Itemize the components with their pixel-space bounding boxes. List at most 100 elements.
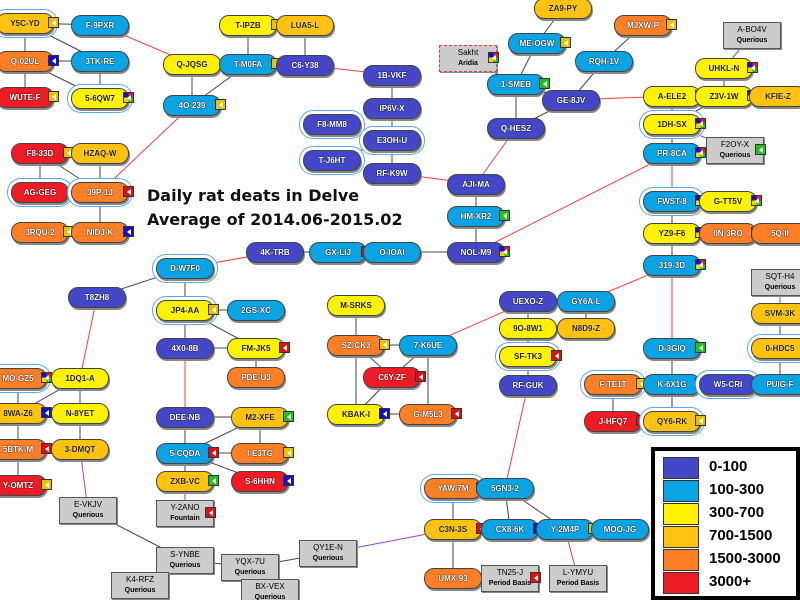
system-5btk-m[interactable]: 5BTK-M (0, 439, 47, 460)
system-dee-nb[interactable]: DEE-NB (156, 407, 214, 428)
system-aji-ma[interactable]: AJI-MA (447, 174, 505, 195)
system-i-e3tg[interactable]: I-E3TG (231, 443, 289, 464)
system-yz9-f6[interactable]: YZ9-F6 (643, 223, 701, 244)
system-hm-xr2[interactable]: HM-XR2 (447, 206, 505, 227)
system-4k-trb[interactable]: 4K-TRB (246, 242, 304, 263)
system-ag-geg[interactable]: AG-GEG (11, 182, 69, 203)
system-y-2m4p[interactable]: Y-2M4P (536, 519, 594, 540)
system-m-srks[interactable]: M-SRKS (327, 295, 385, 316)
system-rqh-1v[interactable]: RQH-1V (575, 51, 633, 72)
system-2gs-xc[interactable]: 2GS-XC (227, 300, 285, 321)
system-4o-239[interactable]: 4O-239 (163, 95, 221, 116)
system-f8-mm8[interactable]: F8-MM8 (303, 114, 361, 135)
system-9o-8w1[interactable]: 9O-8W1 (499, 318, 557, 339)
system-4x0-8b[interactable]: 4X0-8B (156, 338, 214, 359)
system-nol-m9[interactable]: NOL-M9 (447, 242, 505, 263)
system-kbak-i[interactable]: KBAK-I (327, 404, 385, 425)
system-3rqu-2[interactable]: 3RQU-2 (11, 222, 69, 243)
system-fm-jk5[interactable]: FM-JK5 (227, 338, 285, 359)
system-kfie-z[interactable]: KFIE-Z (749, 86, 800, 107)
system-1b-vkf[interactable]: 1B-VKF (363, 65, 421, 86)
system-f-9pxr[interactable]: F-9PXR (71, 15, 129, 36)
system-q-02ul[interactable]: Q-02UL (0, 51, 54, 72)
system-j-hfq7[interactable]: J-HFQ7 (584, 411, 642, 432)
system-lua5-l[interactable]: LUA5-L (276, 15, 334, 36)
system-jp4-aa[interactable]: JP4-AA (156, 300, 214, 321)
system-moo-jg[interactable]: MOO-JG (591, 519, 649, 540)
system-q-jqsg[interactable]: Q-JQSG (163, 54, 221, 75)
system-f8-33d[interactable]: F8-33D (11, 143, 69, 164)
system-sf-tk3[interactable]: SF-TK3 (499, 346, 557, 367)
system-q-hesz[interactable]: Q-HESZ (487, 118, 545, 139)
system-rf-guk[interactable]: RF-GUK (499, 375, 557, 396)
system-3tk-re[interactable]: 3TK-RE (71, 51, 129, 72)
system-g-m5l3[interactable]: G-M5L3 (399, 404, 457, 425)
system-s-6hhn[interactable]: S-6HHN (231, 471, 289, 492)
system-mo-gz5[interactable]: MO-GZ5 (0, 368, 47, 389)
system-k-6x1g[interactable]: K-6X1G (643, 374, 701, 395)
system-5-cqda[interactable]: 5-CQDA (156, 443, 214, 464)
system-t-j6ht[interactable]: T-J6HT (303, 150, 361, 171)
system-uexo-z[interactable]: UEXO-Z (499, 291, 557, 312)
system-mjxw-p[interactable]: MJXW-P (614, 15, 672, 36)
system-wute-f[interactable]: WUTE-F (0, 87, 54, 108)
system-319-3d[interactable]: 319-3D (643, 255, 701, 276)
system-7-k6ue[interactable]: 7-K6UE (399, 335, 457, 356)
system-z3v-1w[interactable]: Z3V-1W (695, 86, 753, 107)
system-hzaq-w[interactable]: HZAQ-W (71, 143, 129, 164)
system-cx8-6k[interactable]: CX8-6K (481, 519, 539, 540)
system-a-ele2[interactable]: A-ELE2 (643, 86, 701, 107)
system-uhkl-n[interactable]: UHKL-N (695, 58, 753, 79)
system-39p-1j[interactable]: 39P-1J (71, 182, 129, 203)
system-gx-lij[interactable]: GX-LIJ (309, 242, 367, 263)
system-1dh-sx[interactable]: 1DH-SX (643, 114, 701, 135)
system-t-m0fa[interactable]: T-M0FA (219, 54, 277, 75)
system-o-ioai[interactable]: O-IOAI (363, 242, 421, 263)
system-g-tt5v[interactable]: G-TT5V (699, 191, 757, 212)
system-5-6qw7[interactable]: 5-6QW7 (71, 88, 129, 109)
system-1dq1-a[interactable]: 1DQ1-A (51, 368, 109, 389)
system-ge-8jv[interactable]: GE-8JV (542, 90, 600, 111)
system-5gn3-2[interactable]: 5GN3-2 (476, 478, 534, 499)
system-d-3giq[interactable]: D-3GIQ (643, 338, 701, 359)
system-f-te1t[interactable]: F-TE1T (584, 374, 642, 395)
system-c6y-zf[interactable]: C6Y-ZF (363, 367, 421, 388)
system-y5c-yd[interactable]: Y5C-YD (0, 13, 54, 34)
system-nidj-k[interactable]: NIDJ-K (71, 222, 129, 243)
system-sz-ck3[interactable]: SZ-CK3 (327, 335, 385, 356)
system-fwst-8[interactable]: FWST-8 (643, 191, 701, 212)
system-yaw-7m[interactable]: YAW-7M (424, 478, 482, 499)
system-3-dmqt[interactable]: 3-DMQT (51, 439, 109, 460)
system-zxb-vc[interactable]: ZXB-VC (156, 471, 214, 492)
system-n8d9-z[interactable]: N8D9-Z (557, 318, 615, 339)
system-c3n-3s[interactable]: C3N-3S (424, 519, 482, 540)
system-y-omtz[interactable]: Y-OMTZ (0, 475, 47, 496)
system-c6-y38[interactable]: C6-Y38 (276, 55, 334, 76)
system-e3oh-u[interactable]: E3OH-U (363, 130, 421, 151)
system-n-8yet[interactable]: N-8YET (51, 403, 109, 424)
system-t8zh8[interactable]: T8ZH8 (68, 287, 126, 308)
system-1-smeb[interactable]: 1-SMEB (487, 74, 545, 95)
system-ip6v-x[interactable]: IP6V-X (363, 98, 421, 119)
system-0n-3ro[interactable]: 0N-3RO (699, 223, 757, 244)
system-gy6a-l[interactable]: GY6A-L (557, 291, 615, 312)
system-t-ipzb[interactable]: T-IPZB (219, 15, 277, 36)
system-me-ogw[interactable]: ME-OGW (508, 33, 566, 54)
system-rf-k9w[interactable]: RF-K9W (363, 163, 421, 184)
system-m2-xfe[interactable]: M2-XFE (231, 407, 289, 428)
system-0-hdc5[interactable]: 0-HDC5 (751, 338, 800, 359)
system-puig-f[interactable]: PUIG-F (751, 374, 800, 395)
system-pr-8ca[interactable]: PR-8CA (643, 143, 701, 164)
